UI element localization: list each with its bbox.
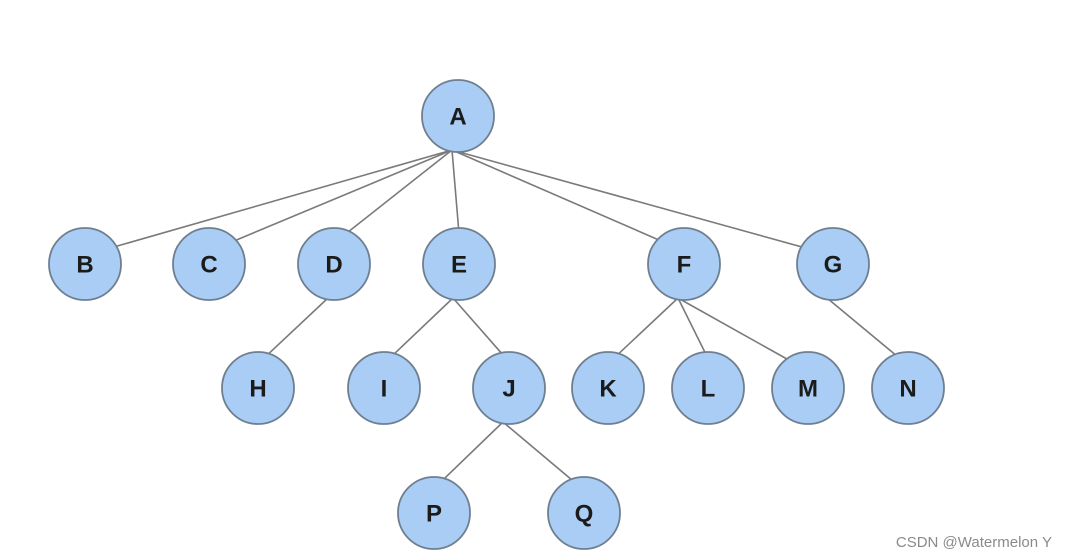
edges-layer xyxy=(91,149,904,487)
node-circle-P xyxy=(397,476,471,550)
node-circle-N xyxy=(871,351,945,425)
node-label-A: A xyxy=(449,104,466,131)
node-circle-K xyxy=(571,351,645,425)
edge-A-C xyxy=(215,149,453,250)
tree-node-J: J xyxy=(472,351,546,425)
node-label-G: G xyxy=(824,252,843,279)
node-label-Q: Q xyxy=(575,501,594,528)
node-label-J: J xyxy=(502,376,515,403)
tree-node-L: L xyxy=(671,351,745,425)
node-circle-J xyxy=(472,351,546,425)
watermark: CSDN @Watermelon Y xyxy=(895,534,1052,551)
edge-A-E xyxy=(451,149,460,229)
tree-node-P: P xyxy=(397,476,471,550)
node-label-M: M xyxy=(798,376,818,403)
edge-J-P xyxy=(437,421,504,485)
edge-A-F xyxy=(451,149,678,249)
edge-E-I xyxy=(387,297,454,361)
node-circle-B xyxy=(48,227,122,301)
node-label-P: P xyxy=(426,501,442,528)
edge-F-L xyxy=(677,297,707,355)
node-circle-D xyxy=(297,227,371,301)
node-label-E: E xyxy=(451,252,467,279)
edge-G-N xyxy=(826,297,904,362)
tree-node-E: E xyxy=(422,227,496,301)
tree-node-G: G xyxy=(796,227,870,301)
node-circle-F xyxy=(647,227,721,301)
nodes-layer: A B C D E F G H I J K L M N P Q xyxy=(48,79,945,550)
node-label-D: D xyxy=(325,252,342,279)
tree-node-D: D xyxy=(297,227,371,301)
node-circle-L xyxy=(671,351,745,425)
tree-node-A: A xyxy=(421,79,495,153)
tree-node-B: B xyxy=(48,227,122,301)
tree-node-M: M xyxy=(771,351,845,425)
tree-node-Q: Q xyxy=(547,476,621,550)
edge-E-J xyxy=(452,297,506,358)
node-label-N: N xyxy=(899,376,916,403)
node-label-B: B xyxy=(76,252,93,279)
node-circle-M xyxy=(771,351,845,425)
node-circle-A xyxy=(421,79,495,153)
edge-F-K xyxy=(611,297,679,361)
node-label-C: C xyxy=(200,252,217,279)
node-circle-H xyxy=(221,351,295,425)
node-circle-G xyxy=(796,227,870,301)
edge-A-B xyxy=(91,149,453,255)
node-circle-Q xyxy=(547,476,621,550)
tree-node-F: F xyxy=(647,227,721,301)
tree-node-N: N xyxy=(871,351,945,425)
node-label-I: I xyxy=(381,376,388,403)
edge-A-G xyxy=(451,149,827,255)
tree-node-C: C xyxy=(172,227,246,301)
node-circle-C xyxy=(172,227,246,301)
node-label-F: F xyxy=(677,252,692,279)
edge-J-Q xyxy=(502,421,580,487)
edge-F-M xyxy=(677,297,803,369)
edge-D-H xyxy=(261,297,329,361)
edge-A-D xyxy=(338,149,453,240)
node-circle-I xyxy=(347,351,421,425)
tree-node-K: K xyxy=(571,351,645,425)
node-label-K: K xyxy=(599,376,617,403)
tree-node-H: H xyxy=(221,351,295,425)
node-label-L: L xyxy=(701,376,716,403)
tree-node-I: I xyxy=(347,351,421,425)
node-label-H: H xyxy=(249,376,266,403)
node-circle-E xyxy=(422,227,496,301)
